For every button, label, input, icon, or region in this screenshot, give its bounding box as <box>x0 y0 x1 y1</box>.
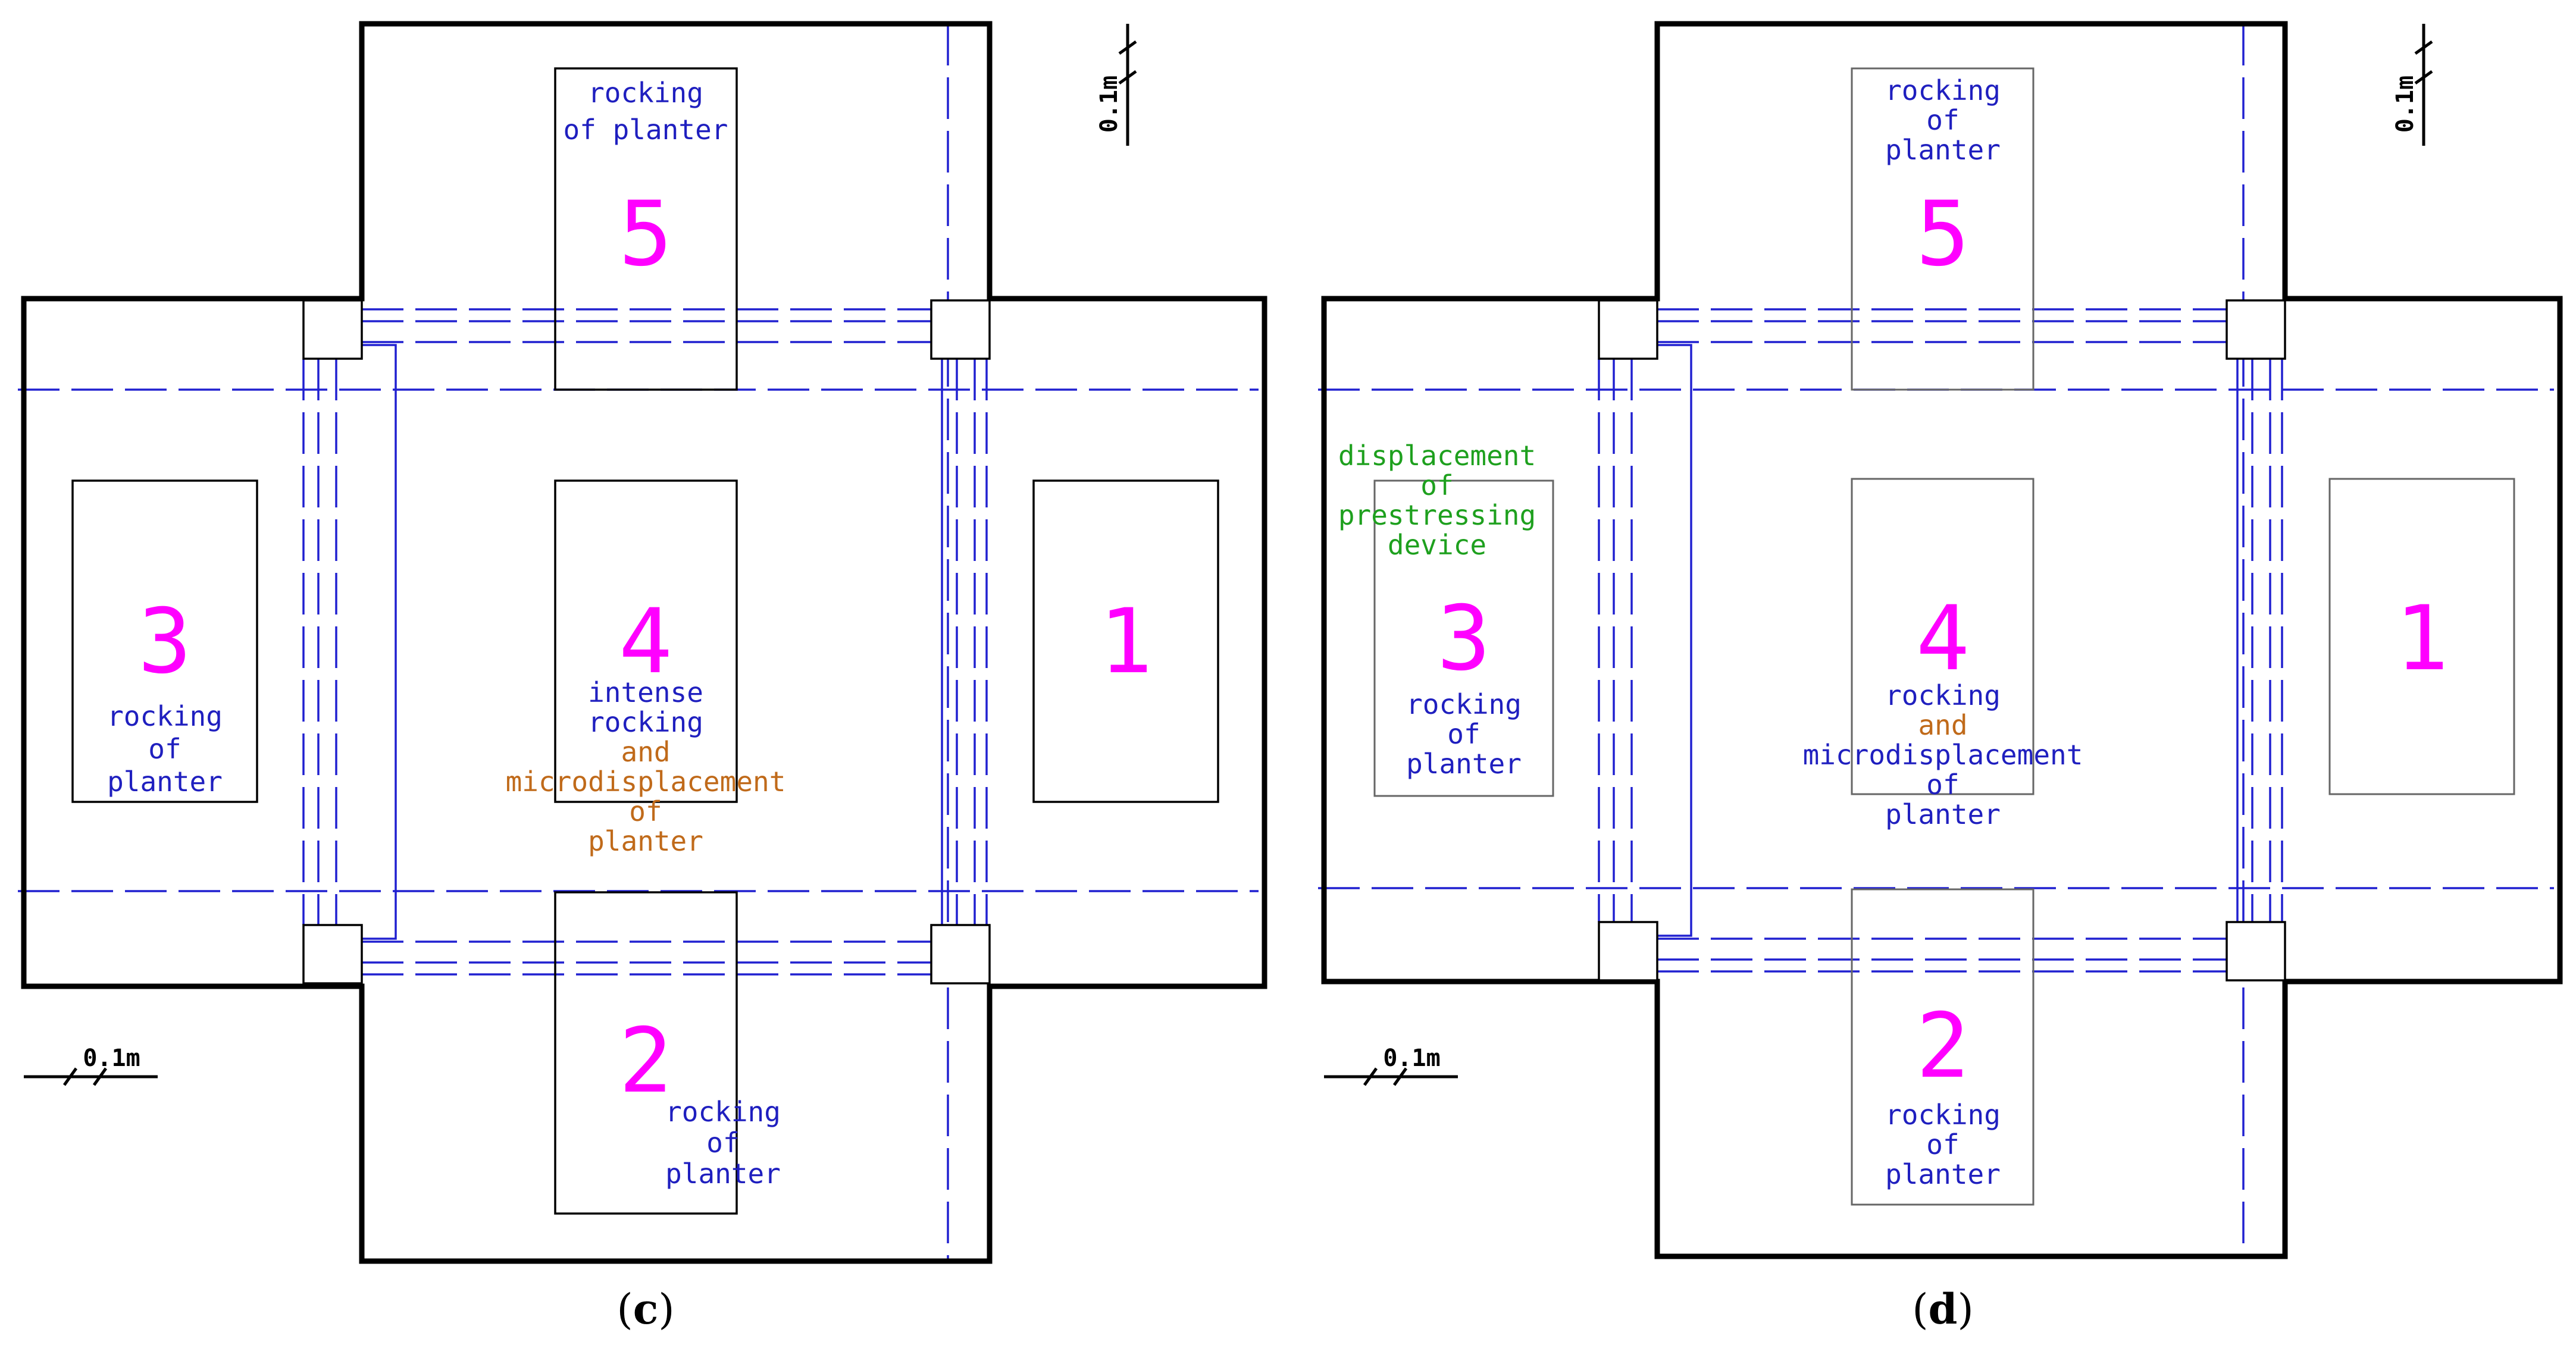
scale-bar-vertical: 0.1m <box>1095 24 1137 146</box>
damage-label-line: of <box>1447 718 1480 750</box>
damage-label-line: planter <box>665 1158 781 1190</box>
scale-label: 0.1m <box>1383 1045 1440 1072</box>
damage-label-line: rocking <box>107 700 223 732</box>
scale-label: 0.1m <box>83 1045 140 1072</box>
planter-number: 1 <box>2395 587 2449 691</box>
planter-box <box>1851 67 2034 391</box>
damage-label-line: rocking <box>1406 688 1522 720</box>
damage-label-line: of <box>629 795 662 827</box>
damage-label-line: planter <box>1885 1158 2001 1190</box>
scale-label: 0.1m <box>1095 76 1123 133</box>
damage-label-line: rocking <box>1885 74 2001 106</box>
column-block <box>1598 299 1658 360</box>
damage-label-line: planter <box>1885 798 2001 830</box>
planter-box <box>2328 478 2515 795</box>
planter-1: 1 <box>1032 479 1219 803</box>
damage-label-line: of <box>1926 769 1959 801</box>
damage-label-line: rocking <box>1885 679 2001 711</box>
planter-box <box>554 479 738 803</box>
panel-d: 5rockingofplanter3rockingofplanterdispla… <box>1318 21 2563 1334</box>
damage-label-line: intense <box>588 676 703 708</box>
planter-4: 4intenserockingandmicrodisplacementofpla… <box>506 479 786 857</box>
damage-label-line: of <box>1926 1128 1959 1161</box>
damage-label-line: displacement <box>1338 440 1536 472</box>
damage-label-line: rocking <box>588 706 703 738</box>
planter-box <box>554 891 738 1215</box>
damage-label-line: microdisplacement <box>506 766 786 798</box>
column-block <box>302 299 363 360</box>
damage-label-line: rocking <box>588 77 703 109</box>
planter-3: 3rockingofplanterdisplacementofprestress… <box>1338 440 1554 797</box>
column-block <box>930 924 991 985</box>
plan-outline <box>21 21 1267 1264</box>
plan-outline <box>1321 21 2563 1259</box>
damage-label-line: planter <box>1406 748 1522 780</box>
damage-label-line: of planter <box>564 114 728 146</box>
planter-box <box>1851 478 2034 795</box>
damage-label-line: and <box>621 736 670 768</box>
scale-bar-horizontal: 0.1m <box>24 1045 158 1086</box>
planter-number: 3 <box>138 590 192 694</box>
planter-box <box>71 479 258 803</box>
damage-label-line: of <box>1926 104 1959 136</box>
column-block <box>302 924 363 985</box>
panel-caption: (d) <box>1912 1284 1974 1334</box>
planter-box <box>554 67 738 391</box>
damage-label-line: and <box>1918 709 1967 741</box>
planter-number: 4 <box>1916 587 1970 691</box>
damage-label-line: device <box>1388 529 1486 561</box>
column-block <box>930 299 991 360</box>
scale-bar-vertical: 0.1m <box>2392 24 2433 146</box>
panel-caption: (c) <box>616 1284 674 1334</box>
damage-label-line: planter <box>1885 134 2001 166</box>
planter-number: 3 <box>1437 587 1491 691</box>
damage-label-line: planter <box>588 825 703 857</box>
planter-number: 4 <box>619 590 672 694</box>
scale-bar-horizontal: 0.1m <box>1324 1045 1458 1086</box>
damage-label-line: rocking <box>665 1096 781 1128</box>
damage-label-line: of <box>706 1127 739 1159</box>
damage-label-line: planter <box>107 766 223 798</box>
damage-label-line: of <box>1420 469 1453 501</box>
planter-box <box>1373 479 1554 797</box>
scale-label: 0.1m <box>2392 76 2419 133</box>
damage-label-line: of <box>148 733 181 765</box>
planter-number: 5 <box>619 183 672 286</box>
planter-1: 1 <box>2328 478 2515 795</box>
planter-5: 5 rocking of planter <box>554 67 738 391</box>
column-block <box>1598 921 1658 982</box>
damage-label-line: prestressing <box>1338 499 1536 531</box>
damage-label-line: rocking <box>1885 1099 2001 1131</box>
planter-number: 2 <box>1916 995 1970 1098</box>
planter-box <box>1851 888 2034 1206</box>
planter-number: 2 <box>619 1009 672 1113</box>
planter-number: 5 <box>1916 183 1970 286</box>
column-block <box>2226 921 2286 982</box>
planter-box <box>1032 479 1219 803</box>
planter-number: 1 <box>1099 590 1153 694</box>
column-block <box>2226 299 2286 360</box>
damage-label-line: microdisplacement <box>1803 739 2083 771</box>
